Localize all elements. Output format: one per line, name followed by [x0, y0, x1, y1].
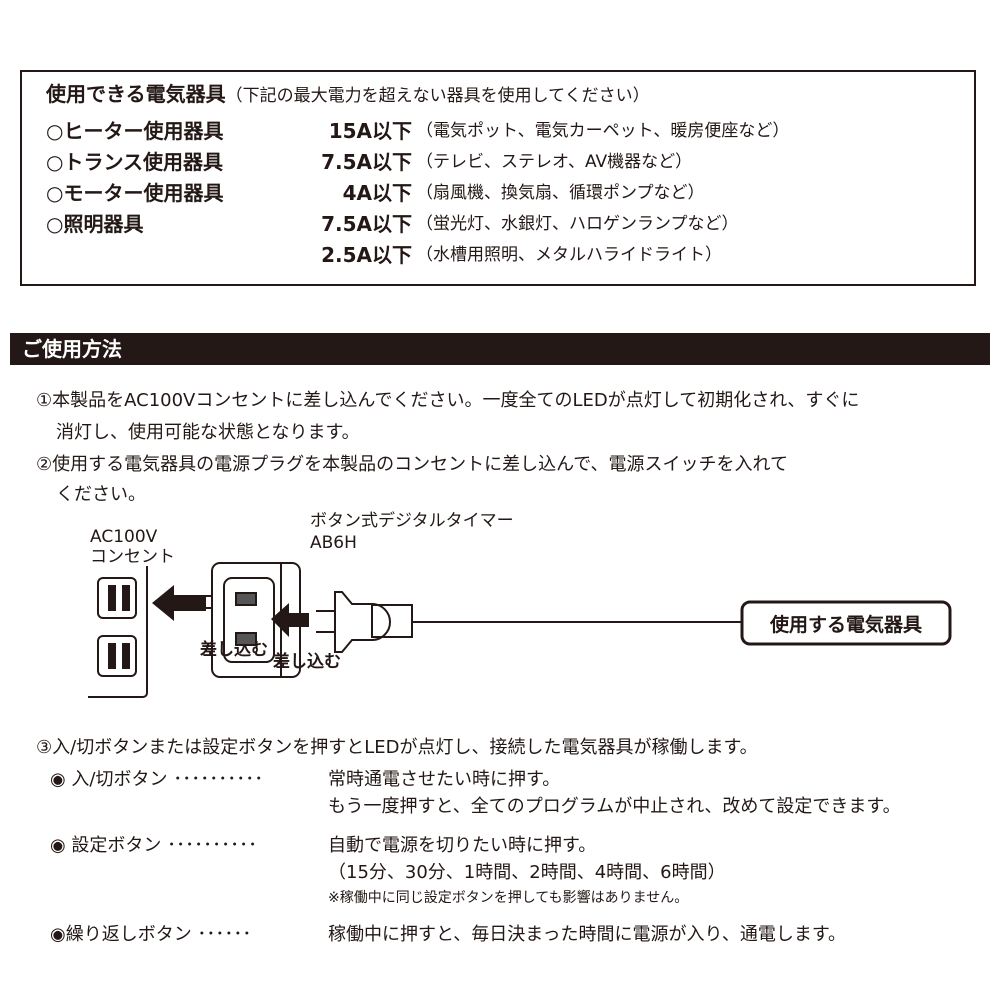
step3: ③入/切ボタンまたは設定ボタンを押すとLEDが点灯し、接続した電気器具が稼働しま…	[36, 737, 758, 758]
step2-line1: ②使用する電気器具の電源プラグを本製品のコンセントに差し込んで、電源スイッチを入…	[36, 454, 788, 475]
appliance-type: ○照明器具	[46, 212, 144, 236]
insert-label-1: 差し込む	[200, 639, 268, 660]
appliance-label: 使用する電気器具	[769, 613, 922, 636]
appliance-examples: （テレビ、ステレオ、AV機器など）	[416, 152, 693, 172]
button-label: ◉ 設定ボタン ･･････････	[50, 835, 258, 856]
arrow-left-icon	[271, 603, 309, 637]
timer-label-1: ボタン式デジタルタイマー	[310, 510, 514, 531]
appliance-examples: （扇風機、換気扇、循環ポンプなど）	[416, 183, 705, 203]
button-note: ※稼働中に同じ設定ボタンを押しても影響はありません。	[328, 890, 689, 906]
appliance-title-line: 使用できる電気器具（下記の最大電力を超えない器具を使用してください）	[46, 78, 650, 107]
button-label: ◉ 入/切ボタン ･･････････	[50, 769, 264, 790]
step1-line2: 消灯し、使用可能な状態となります。	[56, 422, 360, 443]
arrow-left-icon	[152, 585, 206, 621]
section-header: ご使用方法	[10, 333, 990, 365]
appliance-type: ○トランス使用器具	[46, 150, 224, 174]
step2-line2: ください。	[56, 484, 146, 505]
current-limit: 4A以下	[342, 181, 412, 205]
button-description: 自動で電源を切りたい時に押す。	[328, 835, 597, 856]
button-description: 稼働中に押すと、毎日決まった時間に電源が入り、通電します。	[328, 924, 847, 945]
connection-diagram: AC100V コンセント ボタン式デジタルタイマー AB6H 差し込む 差し込む…	[88, 510, 952, 698]
current-limit: 2.5A以下	[321, 243, 412, 267]
appliance-examples: （蛍光灯、水銀灯、ハロゲンランプなど）	[416, 214, 739, 234]
insert-label-2: 差し込む	[273, 651, 341, 672]
appliance-title: 使用できる電気器具	[46, 82, 226, 106]
appliance-examples: （水槽用照明、メタルハライドライト）	[416, 245, 722, 265]
button-description: （15分、30分、1時間、2時間、4時間、6時間）	[328, 862, 726, 883]
wall-outlet	[88, 566, 148, 698]
outlet-label-2: コンセント	[90, 547, 175, 567]
current-limit: 15A以下	[328, 119, 412, 143]
appliance-type: ○モーター使用器具	[46, 181, 224, 205]
outlet-label-1: AC100V	[90, 527, 158, 547]
appliance-type: ○ヒーター使用器具	[46, 119, 224, 143]
button-description: もう一度押すと、全てのプログラムが中止され、改めて設定できます。	[328, 796, 901, 817]
appliance-title-note: （下記の最大電力を超えない器具を使用してください）	[225, 86, 650, 106]
step1-line1: ①本製品をAC100Vコンセントに差し込んでください。一度全てのLEDが点灯して…	[36, 390, 860, 411]
current-limit: 7.5A以下	[321, 150, 412, 174]
appliance-box: 使用する電気器具	[740, 600, 952, 646]
current-limit: 7.5A以下	[321, 212, 412, 236]
appliance-table	[20, 70, 976, 286]
power-plug	[316, 591, 742, 653]
appliance-examples: （電気ポット、電気カーペット、暖房便座など）	[416, 121, 790, 141]
timer-label-2: AB6H	[310, 533, 357, 553]
button-label: ◉繰り返しボタン ･･････	[50, 924, 252, 945]
button-description: 常時通電させたい時に押す。	[328, 769, 561, 790]
